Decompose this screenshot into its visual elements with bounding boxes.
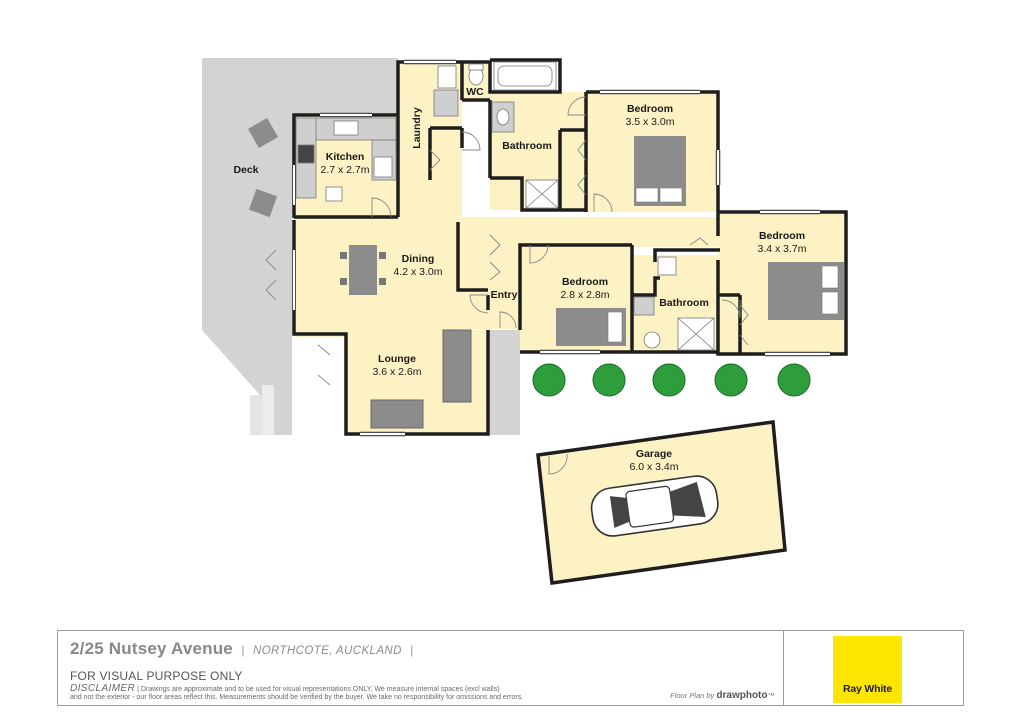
window-frames	[320, 59, 830, 437]
drawphoto-logo: drawphoto	[716, 690, 768, 701]
room-size-bedroom-3: 2.8 x 2.8m	[560, 289, 609, 301]
visual-purpose-note: FOR VISUAL PURPOSE ONLY	[70, 669, 243, 683]
room-size-kitchen: 2.7 x 2.7m	[320, 164, 369, 176]
property-address: 2/25 Nutsey Avenue	[70, 639, 233, 658]
ray-white-logo: Ray White	[833, 636, 902, 703]
room-label-garage: Garage	[636, 448, 672, 460]
walls	[292, 58, 848, 585]
room-label-bedroom-1: Bedroom	[627, 103, 673, 115]
room-size-dining: 4.2 x 3.0m	[393, 266, 442, 278]
fixtures	[295, 61, 715, 351]
beds	[556, 136, 844, 346]
room-label-entry: Entry	[491, 289, 518, 301]
windows	[293, 61, 830, 435]
furniture	[247, 117, 472, 429]
room-label-deck: Deck	[233, 164, 258, 176]
room-label-bedroom-3: Bedroom	[562, 276, 608, 288]
property-suburb: NORTHCOTE, AUCKLAND	[253, 645, 402, 657]
car-icon	[590, 475, 719, 537]
floorplan-credit: Floor Plan by drawphoto™	[670, 690, 775, 701]
footer-panel: 2/25 Nutsey Avenue | NORTHCOTE, AUCKLAND…	[57, 630, 964, 706]
address-line: 2/25 Nutsey Avenue | NORTHCOTE, AUCKLAND…	[70, 639, 417, 659]
credit-prefix: Floor Plan by	[670, 691, 715, 700]
disclaimer: DISCLAIMER | Drawings are approximate an…	[70, 683, 630, 703]
footer-info: 2/25 Nutsey Avenue | NORTHCOTE, AUCKLAND…	[58, 631, 784, 705]
room-label-bathroom-main: Bathroom	[502, 140, 552, 152]
deck-area	[202, 58, 520, 435]
room-label-dining: Dining	[402, 253, 435, 265]
room-label-kitchen: Kitchen	[326, 151, 365, 163]
disclaimer-title: DISCLAIMER	[70, 683, 136, 694]
room-label-bedroom-2: Bedroom	[759, 230, 805, 242]
address-separator-end: |	[410, 643, 414, 657]
room-size-bedroom-1: 3.5 x 3.0m	[625, 116, 674, 128]
room-label-laundry: Laundry	[411, 107, 423, 149]
doors	[265, 96, 749, 475]
floor-plan: Deck Kitchen 2.7 x 2.7m Laundry WC Bathr…	[202, 58, 848, 585]
room-label-bathroom-2: Bathroom	[659, 297, 709, 309]
room-size-lounge: 3.6 x 2.6m	[372, 366, 421, 378]
room-size-garage: 6.0 x 3.4m	[629, 461, 678, 473]
logo-text: Ray White	[843, 683, 892, 695]
disclaimer-text-1: | Drawings are approximate and to be use…	[137, 686, 500, 693]
room-label-wc: WC	[466, 86, 484, 98]
room-label-lounge: Lounge	[378, 353, 416, 365]
room-size-bedroom-2: 3.4 x 3.7m	[757, 243, 806, 255]
trees	[532, 363, 811, 397]
credit-trademark: ™	[767, 691, 776, 700]
disclaimer-text-2: and not the exterior - our floor areas r…	[70, 694, 524, 702]
address-separator: |	[241, 643, 245, 657]
